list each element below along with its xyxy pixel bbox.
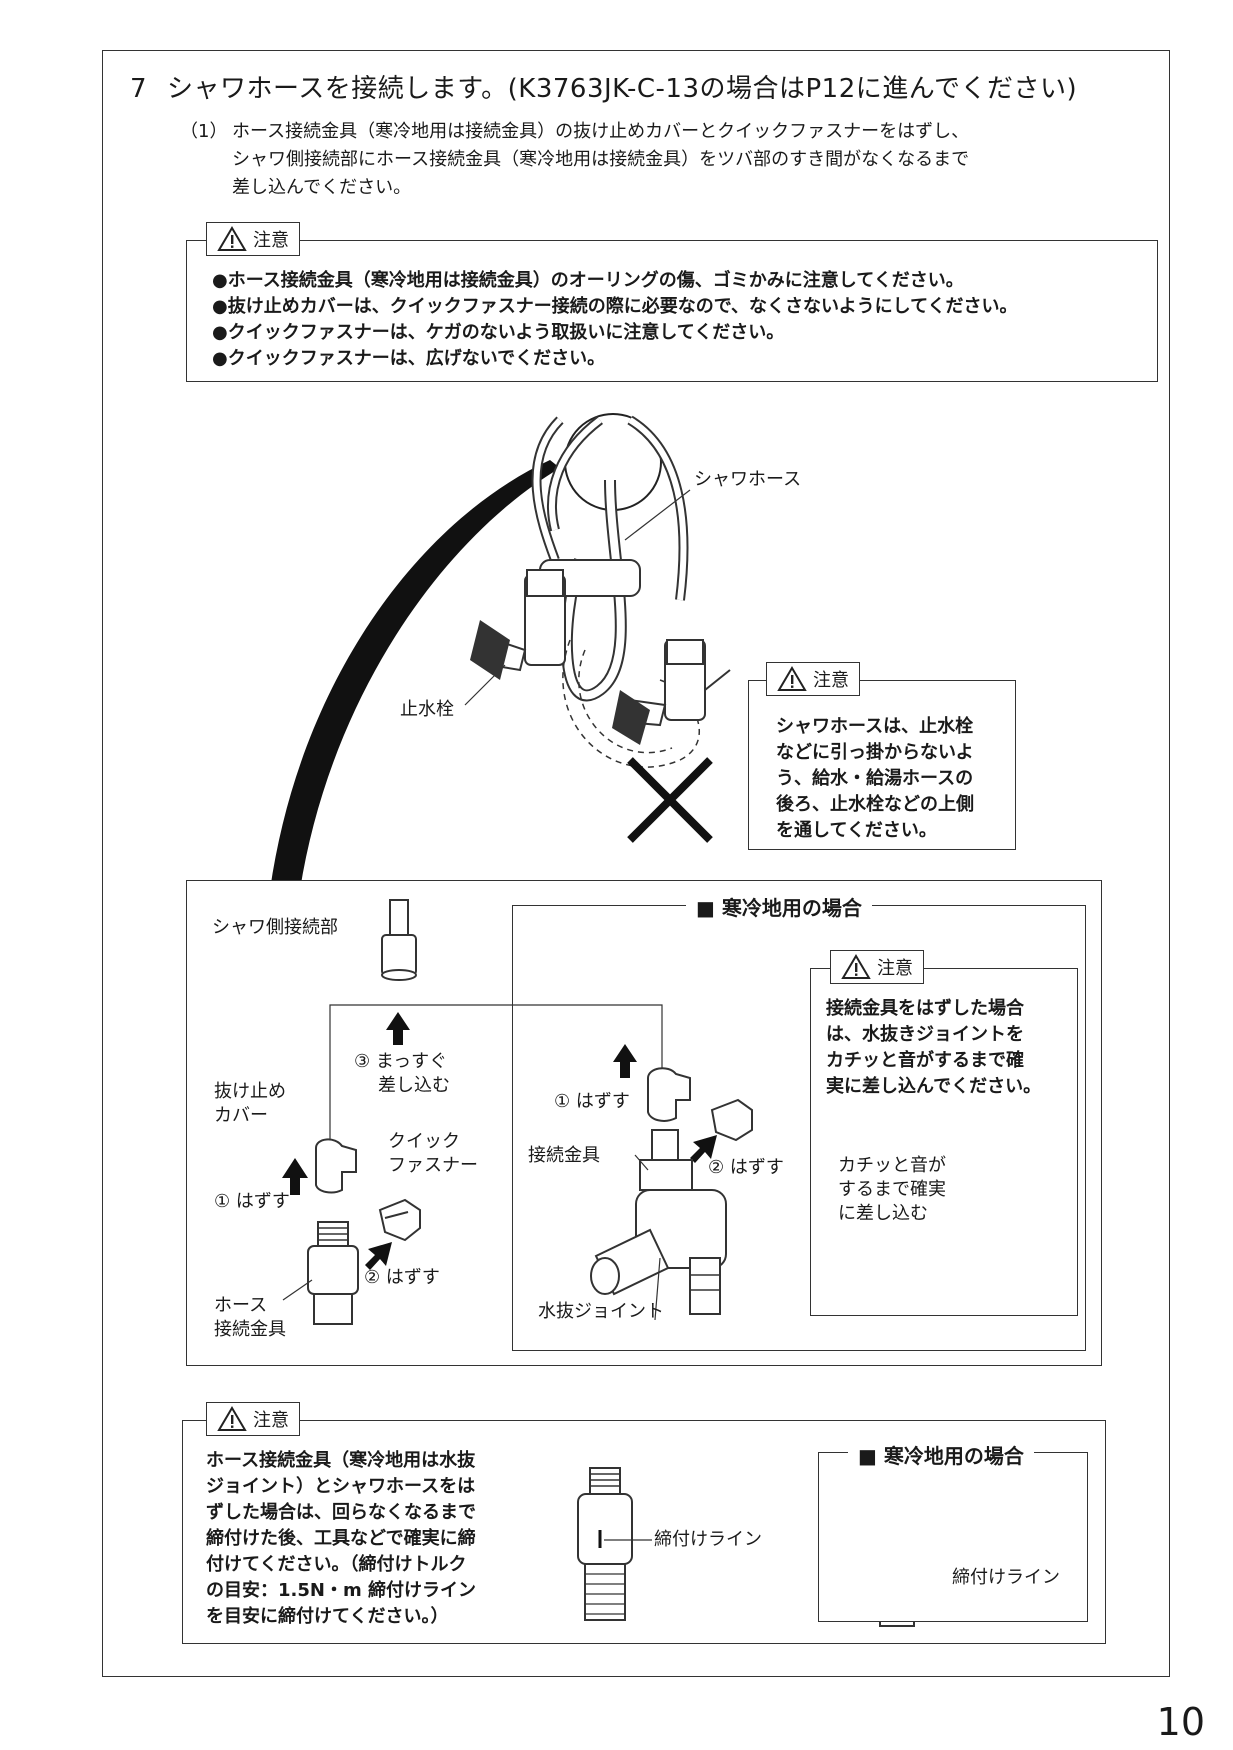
caution-tag-hose: 注意 <box>766 662 860 696</box>
label-cold-tighten-line: 締付けライン <box>952 1567 1060 1588</box>
caution-item: ●クイックファスナーは、広げないでください。 <box>212 348 606 369</box>
cold-region-title: ■ 寒冷地用の場合 <box>686 892 872 921</box>
page-number: 10 <box>1156 1700 1205 1744</box>
label-step3: ③ まっすぐ 差し込む <box>354 1050 450 1098</box>
label-step3-b: 差し込む <box>378 1075 450 1096</box>
caution-box-top <box>186 240 1158 382</box>
warning-icon <box>217 226 247 251</box>
caution-text-bottom: ホース接続金具（寒冷地用は水抜 ジョイント）とシャワホースをは ずした場合は、回… <box>206 1448 476 1630</box>
label-click-c: に差し込む <box>838 1203 928 1224</box>
caution-label: 注意 <box>813 670 849 691</box>
warning-icon <box>841 954 871 979</box>
caution-item: ●ホース接続金具（寒冷地用は接続金具）のオーリングの傷、ゴミかみに注意してくださ… <box>212 270 964 291</box>
warning-icon <box>777 666 807 691</box>
caution-box-hose <box>748 680 1016 850</box>
label-click-b: するまで確実 <box>838 1179 946 1200</box>
label-drain-joint: 水抜ジョイント <box>538 1301 664 1322</box>
caution-line: う、給水・給湯ホースの <box>776 768 974 789</box>
caution-label: 注意 <box>253 1410 289 1431</box>
caution-label: 注意 <box>253 230 289 251</box>
sub-line-1: ホース接続金具（寒冷地用は接続金具）の抜け止めカバーとクイックファスナーをはずし… <box>232 121 970 142</box>
caution-line: ずした場合は、回らなくなるまで <box>206 1502 476 1523</box>
caution-tag-top: 注意 <box>206 222 300 256</box>
caution-line: 接続金具をはずした場合 <box>826 998 1024 1019</box>
caution-line: などに引っ掛からないよ <box>776 742 974 763</box>
label-cover-a: 抜け止め <box>214 1081 286 1102</box>
caution-line: ホース接続金具（寒冷地用は水抜 <box>206 1450 476 1471</box>
caution-line: 付けてください。（締付けトルク <box>206 1554 467 1575</box>
caution-item: ●抜け止めカバーは、クイックファスナー接続の際に必要なので、なくさないようにして… <box>212 296 1018 317</box>
caution-line: 実に差し込んでください。 <box>826 1076 1042 1097</box>
caution-line: カチッと音がするまで確 <box>826 1050 1024 1071</box>
label-cold-fitting: 接続金具 <box>528 1145 600 1166</box>
label-cold-step2: ② はずす <box>708 1157 784 1178</box>
caution-line: は、水抜きジョイントを <box>826 1024 1024 1045</box>
step-number: 7 <box>130 74 148 104</box>
label-stop-valve: 止水栓 <box>400 699 454 720</box>
label-fastener: クイック ファスナー <box>388 1130 478 1178</box>
label-cold-step1: ① はずす <box>554 1091 630 1112</box>
sub-instruction: （1）ホース接続金具（寒冷地用は接続金具）の抜け止めカバーとクイックファスナーを… <box>180 118 969 202</box>
caution-line: を目安に締付けてください。） <box>206 1606 449 1627</box>
label-hose-fitting-b: 接続金具 <box>214 1319 286 1340</box>
label-shower-connect: シャワ側接続部 <box>212 917 338 938</box>
caution-line: シャワホースは、止水栓 <box>776 716 974 737</box>
cold-region-title-bottom: ■ 寒冷地用の場合 <box>848 1440 1034 1469</box>
label-cover: 抜け止め カバー <box>214 1080 286 1128</box>
sub-line-3: 差し込んでください。 <box>232 177 412 198</box>
caution-line: 後ろ、止水栓などの上側 <box>776 794 974 815</box>
label-step3-a: ③ まっすぐ <box>354 1051 448 1072</box>
caution-label: 注意 <box>877 958 913 979</box>
caution-line: を通してください。 <box>776 820 937 841</box>
caution-box-cold <box>810 968 1078 1316</box>
caution-line: の目安：1.5N・m 締付けライン <box>206 1580 476 1601</box>
sub-line-2: シャワ側接続部にホース接続金具（寒冷地用は接続金具）をツバ部のすき間がなくなるま… <box>232 149 970 170</box>
sub-number: （1） <box>180 121 228 142</box>
label-fastener-b: ファスナー <box>388 1155 478 1176</box>
cold-region-box-bottom <box>818 1452 1088 1622</box>
caution-text-hose: シャワホースは、止水栓 などに引っ掛からないよ う、給水・給湯ホースの 後ろ、止… <box>776 714 974 844</box>
step-heading: 7 シャワホースを接続します。(K3763JK-C-13の場合はP12に進んでくだ… <box>130 68 1077 105</box>
label-hose-fitting-a: ホース <box>214 1295 268 1316</box>
label-step2: ② はずす <box>364 1267 440 1288</box>
caution-line: ジョイント）とシャワホースをは <box>206 1476 476 1497</box>
label-step1: ① はずす <box>214 1191 290 1212</box>
caution-text-cold: 接続金具をはずした場合 は、水抜きジョイントを カチッと音がするまで確 実に差し… <box>826 996 1041 1100</box>
caution-line: 締付けた後、工具などで確実に締 <box>206 1528 476 1549</box>
caution-list-top: ●ホース接続金具（寒冷地用は接続金具）のオーリングの傷、ゴミかみに注意してくださ… <box>212 268 1018 372</box>
label-fastener-a: クイック <box>388 1131 460 1152</box>
page-frame <box>102 50 1170 1677</box>
caution-item: ●クイックファスナーは、ケガのないよう取扱いに注意してください。 <box>212 322 785 343</box>
label-shower-hose: シャワホース <box>694 469 802 490</box>
label-hose-fitting: ホース 接続金具 <box>214 1294 286 1342</box>
caution-tag-cold: 注意 <box>830 950 924 984</box>
label-cover-b: カバー <box>214 1105 268 1126</box>
caution-tag-bottom: 注意 <box>206 1402 300 1436</box>
label-click-a: カチッと音が <box>838 1155 946 1176</box>
label-click: カチッと音が するまで確実 に差し込む <box>838 1154 946 1226</box>
warning-icon <box>217 1406 247 1431</box>
label-tighten-line: 締付けライン <box>654 1529 762 1550</box>
step-title: シャワホースを接続します。(K3763JK-C-13の場合はP12に進んでくださ… <box>167 74 1078 104</box>
